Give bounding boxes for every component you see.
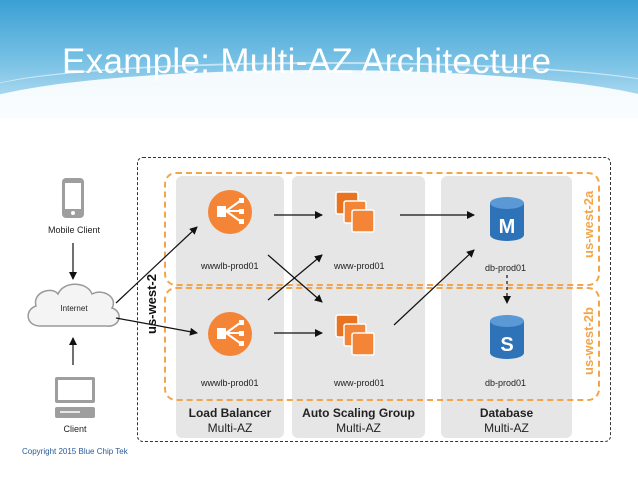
slide-title: Example: Multi-AZ Architecture [62,42,552,81]
availability-zone-a [164,172,600,286]
web-b-label: www-prod01 [334,378,385,388]
arrow-lb-a-to-web-b [267,254,323,303]
database-master-icon: M [490,197,524,241]
db-a-label: db-prod01 [485,263,527,273]
load-balancer-b-icon [208,312,252,356]
arrow-web-b-to-db [393,249,475,326]
header-wave [0,62,638,118]
availability-zone-b [164,287,600,401]
load-balancer-a-icon [208,190,252,234]
copyright-text: Copyright 2015 Blue Chip Tek [22,447,128,456]
slide-header [0,0,638,118]
database-standby-letter: S [500,334,513,356]
region-boundary [137,157,611,442]
internet-cloud-icon [27,283,120,327]
mobile-phone-icon [62,178,84,218]
column-title: Database [479,406,534,420]
column-title: Load Balancer [188,406,272,420]
web-server-b-icon [335,314,375,356]
database-standby-icon: S [490,315,524,359]
arrow-internet-to-lb-a [115,226,198,304]
column-title: Auto Scaling Group [302,406,415,420]
mobile-client-label: Mobile Client [47,225,101,235]
web-server-a-icon [335,191,375,233]
arrow-internet-to-lb-b [115,317,198,336]
internet-label: Internet [60,304,88,313]
arrow-lb-b-to-web-a [267,254,323,301]
column-subtitle: Multi-AZ [484,421,529,435]
database-master-letter: M [499,216,516,238]
column-subtitle: Multi-AZ [207,421,253,435]
lb-a-label: wwwlb-prod01 [201,261,259,271]
client-label: Client [63,424,87,434]
desktop-client-icon [55,377,95,418]
web-a-label: www-prod01 [334,261,385,271]
lb-b-label: wwwlb-prod01 [201,378,259,388]
db-b-label: db-prod01 [485,378,527,388]
column-subtitle: Multi-AZ [336,421,381,435]
